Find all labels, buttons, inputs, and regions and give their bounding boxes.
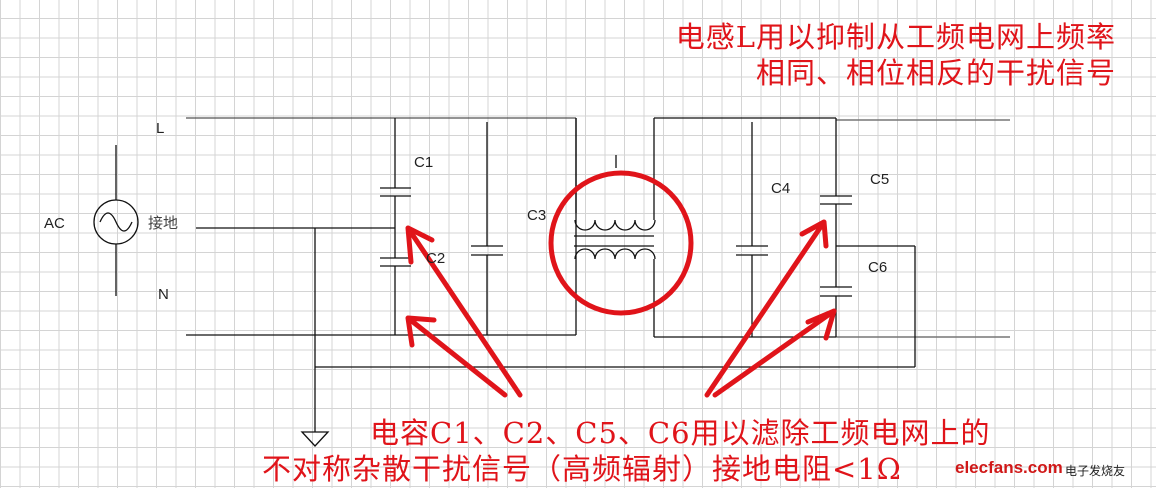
label-c1: C1 — [414, 154, 434, 171]
label-AC: AC — [44, 215, 65, 232]
annotation-inductor-line2: 相同、相位相反的干扰信号 — [755, 56, 1116, 90]
label-N: N — [158, 286, 169, 303]
watermark-site: elecfans.com — [955, 458, 1063, 477]
arrow-c6 — [712, 308, 837, 398]
label-L: L — [156, 120, 165, 137]
inductor-top-icon — [574, 219, 656, 231]
inductor-highlight-circle — [548, 170, 694, 316]
label-c5: C5 — [870, 171, 890, 188]
label-c3: C3 — [527, 207, 547, 224]
sine-icon — [99, 212, 133, 232]
arrow-c2 — [405, 315, 508, 398]
label-ground: 接地 — [148, 215, 179, 232]
inductor-bottom-icon — [574, 248, 656, 260]
annotation-capacitor-line2: 不对称杂散干扰信号（高频辐射）接地电阻<1Ω — [262, 452, 902, 486]
arrow-c1 — [405, 225, 523, 398]
watermark-name: 电子发烧友 — [1065, 464, 1126, 478]
ground-icon — [300, 431, 330, 447]
arrow-c5 — [704, 219, 829, 398]
annotation-capacitor-line1: 电容C1、C2、C5、C6用以滤除工频电网上的 — [370, 416, 991, 450]
label-c6: C6 — [868, 259, 888, 276]
label-c2: C2 — [426, 250, 446, 267]
label-c4: C4 — [771, 180, 791, 197]
ac-source-icon — [93, 199, 139, 245]
annotation-inductor-line1: 电感L用以抑制从工频电网上频率 — [675, 20, 1116, 54]
